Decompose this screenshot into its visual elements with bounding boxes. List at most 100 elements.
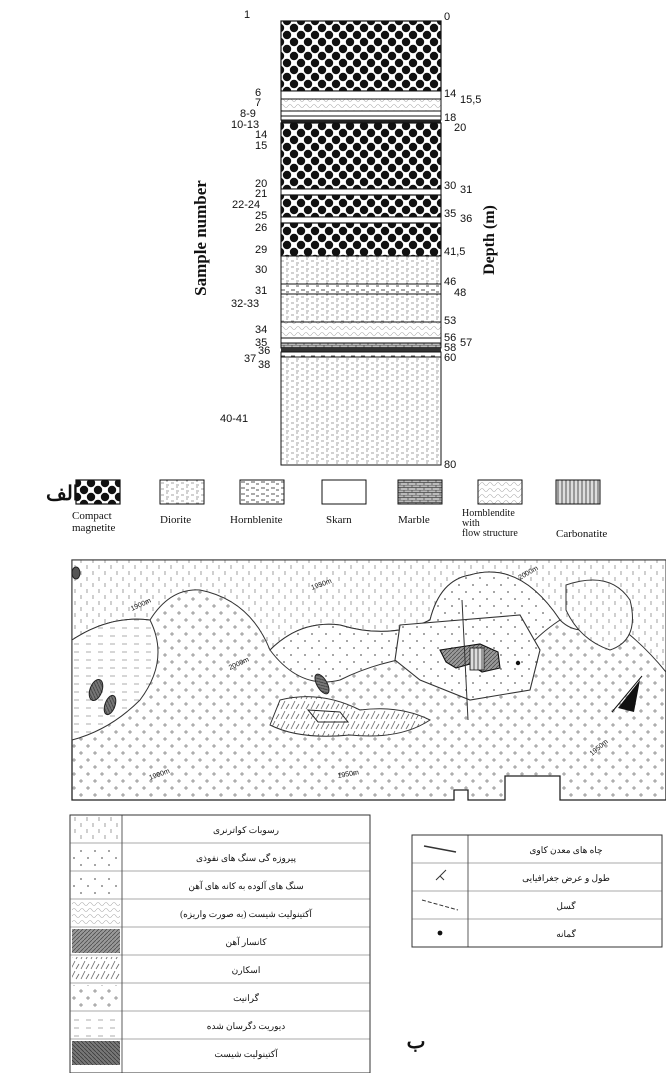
legend-b-swatch <box>72 957 120 981</box>
legend-b-symbols: چاه های معدن کاوی طول و عرض جغرافیایی گس… <box>411 834 663 948</box>
legend-swatch-marble <box>397 479 443 505</box>
column-layer-hornblenite <box>280 283 442 295</box>
column-layer-flow <box>280 321 442 339</box>
legend-label-diorite: Diorite <box>160 514 191 526</box>
depth-value: 20 <box>454 122 466 134</box>
legend-b-symbol-label: طول و عرض جغرافیایی <box>522 873 610 884</box>
figure-label-a: الف <box>46 483 78 505</box>
column-layer-band <box>280 115 442 121</box>
column-layer-diorite <box>280 255 442 285</box>
sample-number: 29 <box>255 244 267 256</box>
depth-value: 53 <box>444 315 456 327</box>
legend-swatch-hornblenite <box>239 479 285 505</box>
strike-dip-symbol-icon <box>435 869 447 881</box>
legend-b-swatch <box>72 1013 120 1037</box>
sample-number: 31 <box>255 285 267 297</box>
legend-label-carbonatite: Carbonatite <box>556 528 607 540</box>
depth-value: 56 <box>444 332 456 344</box>
column-layer-flow <box>280 98 442 112</box>
column-layer-magnetite <box>280 20 442 92</box>
sample-number: 6 <box>255 87 261 99</box>
fault-symbol-icon <box>421 899 459 911</box>
legend-b-swatch <box>72 985 120 1009</box>
legend-b-symbol-label: گمانه <box>556 928 576 939</box>
legend-b-swatch <box>72 845 120 869</box>
column-layer-skarn <box>280 90 442 100</box>
map-actinolite-lens <box>314 673 330 695</box>
column-layer-magnetite <box>280 222 442 257</box>
sample-number: 10-13 <box>231 119 259 131</box>
legend-b-symbol-label: چاه های معدن کاوی <box>529 845 602 856</box>
legend-swatch-compact-magnetite <box>75 479 121 505</box>
column-layer-diorite <box>280 356 442 466</box>
sample-number-axis-title: Sample number <box>191 180 210 296</box>
map-unit-right <box>565 579 633 651</box>
north-arrow-icon <box>611 675 643 713</box>
depth-value: 41,5 <box>444 246 465 258</box>
legend-label-skarn: Skarn <box>326 514 352 526</box>
depth-value: 60 <box>444 352 456 364</box>
sample-number: 15 <box>255 140 267 152</box>
depth-value: 31 <box>460 184 472 196</box>
sample-number: 38 <box>258 359 270 371</box>
legend-label-compact-magnetite: magnetite <box>72 522 115 534</box>
sample-number: 22-24 <box>232 199 260 211</box>
depth-value: 58 <box>444 342 456 354</box>
map-skarn-lens <box>306 709 350 723</box>
legend-b-swatch <box>72 1041 120 1065</box>
sample-number: 34 <box>255 324 267 336</box>
legend-b-swatch <box>72 901 120 925</box>
map-fault <box>461 599 469 721</box>
depth-value: 15,5 <box>460 94 481 106</box>
legend-b-label: آکتینولیت شیست <box>214 1048 278 1060</box>
sample-number: 35 <box>255 337 267 349</box>
map-sample-point <box>515 660 521 666</box>
sample-number-labels: 1 6 7 8-9 10-13 14 15 20 21 22-24 25 26 … <box>220 9 270 425</box>
legend-b-swatch <box>72 873 120 897</box>
map-actinolite-lens <box>71 566 81 580</box>
column-layer-band <box>280 110 442 117</box>
map-actinolite-lens <box>103 694 117 716</box>
column-layer-band <box>281 348 441 352</box>
legend-b-label: رسوبات کواترنری <box>213 825 279 836</box>
sample-number: 1 <box>244 9 250 21</box>
legend-b-label: سنگ های آلوده به کانه های آهن <box>188 880 303 892</box>
map-carbonatite <box>469 647 485 671</box>
legend-b-swatch <box>72 817 120 841</box>
depth-value: 57 <box>460 337 472 349</box>
column-layer-band <box>280 351 442 358</box>
map-unit-skarn <box>269 696 431 737</box>
sample-number: 30 <box>255 264 267 276</box>
column-layer-marble <box>280 342 442 349</box>
depth-value: 36 <box>460 213 472 225</box>
legend-a: Compact magnetite Diorite Hornblenite Sk… <box>72 479 607 540</box>
sample-number: 26 <box>255 222 267 234</box>
sample-number: 37 <box>244 353 256 365</box>
legend-swatch-carbonatite <box>555 479 601 505</box>
depth-value: 0 <box>444 11 450 23</box>
figure-label-b: ب <box>407 1031 426 1053</box>
column-layer-diorite <box>280 293 442 323</box>
column-layer-band <box>281 120 441 123</box>
column-layer-band <box>280 337 442 344</box>
map-actinolite-lens <box>88 678 104 702</box>
sample-number: 14 <box>255 129 267 141</box>
legend-b-label: آکتینولیت شیست (به صورت واریزه) <box>180 908 312 920</box>
legend-b-symbol-label: گسل <box>556 900 576 911</box>
sample-number: 40-41 <box>220 413 248 425</box>
legend-swatch-hornblendite-flow <box>477 479 523 505</box>
column-layer-magnetite <box>280 194 442 218</box>
legend-label-marble: Marble <box>398 514 430 526</box>
sample-point-symbol-icon <box>437 930 443 936</box>
depth-value: 48 <box>454 287 466 299</box>
map-unit-dash <box>71 618 159 741</box>
legend-b-swatch <box>72 929 120 953</box>
legend-b-label: پیروزه گی سنگ های نفوذی <box>196 852 296 864</box>
depth-value: 35 <box>444 208 456 220</box>
legend-b-label: کانسار آهن <box>226 936 268 948</box>
legend-label-compact-magnetite: Compact <box>72 510 112 522</box>
sample-number: 32-33 <box>231 298 259 310</box>
column-layer-magnetite <box>280 122 442 190</box>
column-layer-skarn <box>280 188 442 196</box>
